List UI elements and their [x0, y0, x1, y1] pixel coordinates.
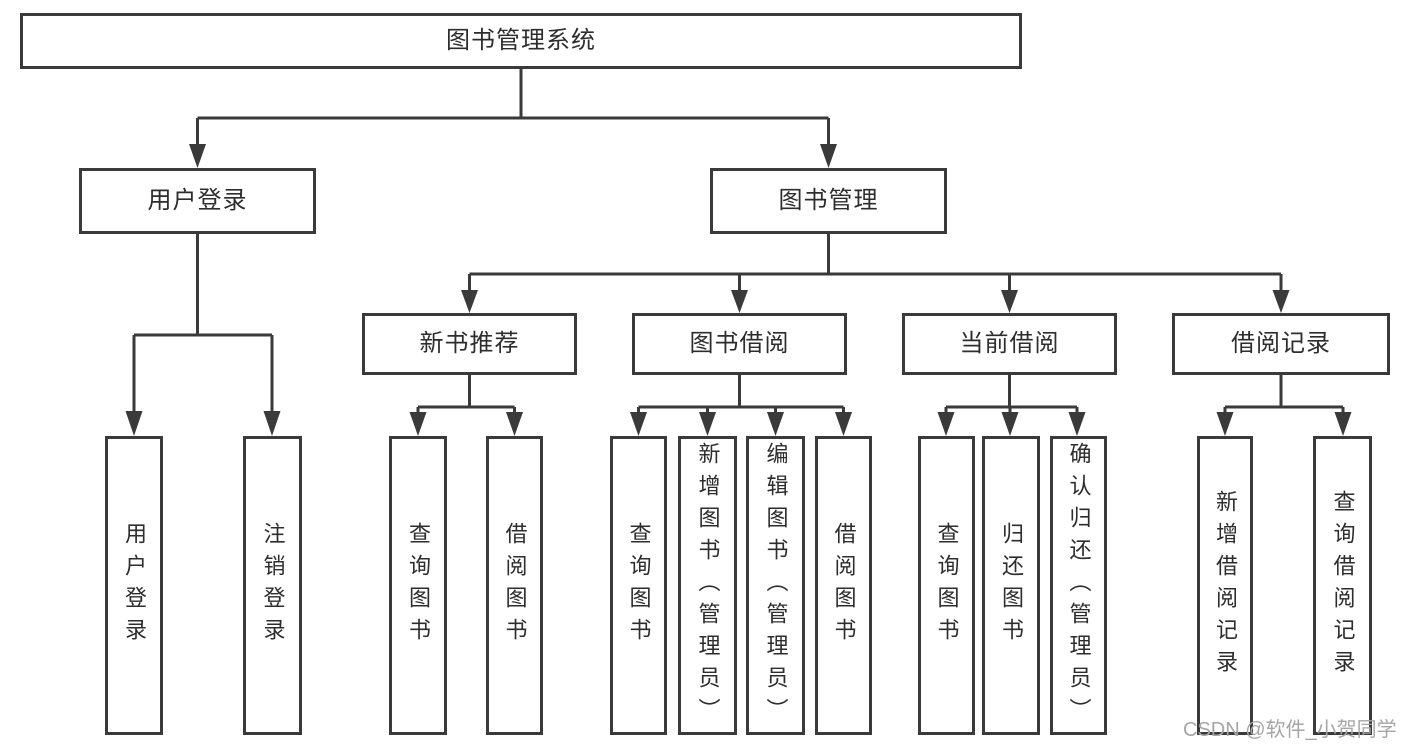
leaf-add-borrow-record: 新增借阅记录 [1197, 436, 1253, 735]
leaf-borrow-books-2: 借阅图书 [815, 436, 872, 735]
leaf-query-books-recommend-label: 查询图书 [406, 521, 431, 650]
leaf-edit-book-admin: 编辑图书（管理员） [746, 436, 805, 735]
node-current-borrow-label: 当前借阅 [959, 330, 1060, 357]
node-new-book-recommend: 新书推荐 [362, 313, 577, 375]
leaf-confirm-return-admin-label: 确认归还（管理员） [1066, 441, 1092, 730]
node-book-borrow-label: 图书借阅 [689, 330, 790, 357]
leaf-query-borrow-record-label: 查询借阅记录 [1330, 489, 1356, 682]
node-borrow-records-label: 借阅记录 [1231, 330, 1331, 357]
leaf-return-book-label: 归还图书 [999, 521, 1024, 650]
leaf-logout-label: 注销登录 [260, 521, 286, 650]
node-borrow-records: 借阅记录 [1172, 313, 1390, 375]
leaf-borrow-books-2-label: 借阅图书 [831, 521, 857, 650]
leaf-user-login-label: 用户登录 [122, 521, 147, 650]
leaf-add-book-admin: 新增图书（管理员） [678, 436, 737, 735]
arrowheads [125, 144, 1352, 436]
leaf-query-books-borrow-label: 查询图书 [626, 521, 652, 650]
node-user-login: 用户登录 [79, 168, 316, 234]
leaf-add-book-admin-label: 新增图书（管理员） [695, 441, 721, 730]
node-current-borrow: 当前借阅 [902, 313, 1117, 375]
leaf-borrow-books-recommend-label: 借阅图书 [502, 521, 528, 650]
node-book-management-label: 图书管理 [778, 187, 879, 214]
csdn-watermark: CSDN @软件_小贺同学 [1183, 719, 1397, 741]
node-root-system-label: 图书管理系统 [446, 27, 596, 54]
leaf-query-borrow-record: 查询借阅记录 [1313, 436, 1372, 735]
leaf-query-books-recommend: 查询图书 [389, 436, 447, 735]
connector-paths [132, 69, 1345, 414]
node-book-management: 图书管理 [710, 168, 947, 234]
node-user-login-label: 用户登录 [147, 187, 248, 214]
leaf-query-books-current: 查询图书 [918, 436, 975, 735]
leaf-add-borrow-record-label: 新增借阅记录 [1213, 489, 1238, 682]
leaf-edit-book-admin-label: 编辑图书（管理员） [763, 441, 789, 730]
leaf-return-book: 归还图书 [982, 436, 1040, 735]
leaf-user-login: 用户登录 [105, 436, 163, 735]
node-new-book-recommend-label: 新书推荐 [419, 330, 520, 357]
leaf-query-books-current-label: 查询图书 [934, 521, 960, 650]
node-book-borrow: 图书借阅 [632, 313, 847, 375]
node-root-system: 图书管理系统 [20, 13, 1022, 69]
leaf-query-books-borrow: 查询图书 [610, 436, 667, 735]
leaf-borrow-books-recommend: 借阅图书 [486, 436, 543, 735]
leaf-logout: 注销登录 [243, 436, 302, 735]
leaf-confirm-return-admin: 确认归还（管理员） [1050, 436, 1107, 735]
